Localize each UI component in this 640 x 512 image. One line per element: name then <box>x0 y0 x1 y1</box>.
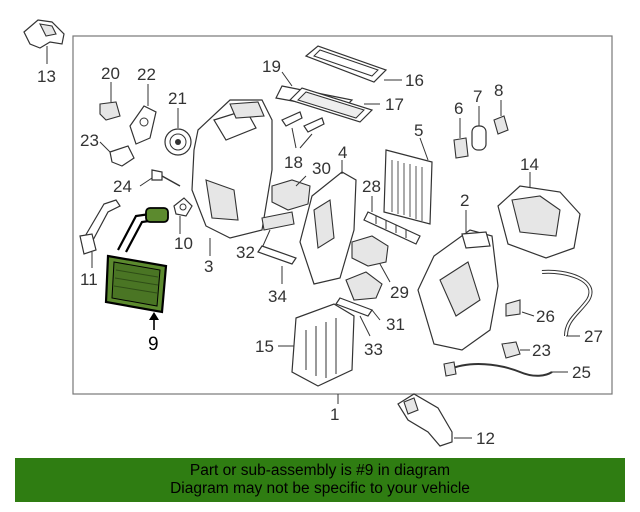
part-6-valve <box>453 118 469 159</box>
callout-34: 34 <box>268 287 287 306</box>
callout-10: 10 <box>174 234 193 253</box>
callout-1: 1 <box>330 405 339 424</box>
callout-7: 7 <box>473 87 482 106</box>
callout-6: 6 <box>454 99 463 118</box>
parts-diagram: 13 20 22 21 23 24 10 <box>23 19 613 448</box>
info-banner: Part or sub-assembly is #9 in diagram Di… <box>15 458 625 502</box>
callout-21: 21 <box>168 89 187 108</box>
part-18-clips <box>281 111 325 149</box>
banner-line-1: Part or sub-assembly is #9 in diagram <box>189 462 451 479</box>
callout-16: 16 <box>405 71 424 90</box>
callout-19: 19 <box>262 57 281 76</box>
callout-33: 33 <box>364 340 383 359</box>
callout-26: 26 <box>536 307 555 326</box>
part-28-grille <box>363 196 421 245</box>
part-17-cabin-filter <box>288 87 380 123</box>
part-22-actuator <box>129 84 157 145</box>
part-10-clip <box>173 197 193 234</box>
part-23-actuator-left <box>99 141 135 167</box>
part-12-duct <box>397 393 472 447</box>
part-13-bracket <box>23 19 65 64</box>
part-31-motor <box>345 271 383 321</box>
callout-32: 32 <box>236 243 255 262</box>
callout-5: 5 <box>414 121 423 140</box>
callout-11: 11 <box>80 270 98 289</box>
part-3-case-left <box>191 99 273 256</box>
part-4-case-center <box>299 160 357 285</box>
callout-15: 15 <box>255 337 274 356</box>
callout-23-right: 23 <box>532 341 551 360</box>
part-8-cap <box>493 100 509 135</box>
callout-22: 22 <box>137 65 156 84</box>
part-27-drain-hose <box>541 269 593 337</box>
callout-30: 30 <box>312 159 331 178</box>
part-34-link <box>257 245 297 284</box>
part-7-seal <box>471 106 487 151</box>
callout-18: 18 <box>284 153 303 172</box>
callout-24: 24 <box>113 177 132 196</box>
callout-23-left: 23 <box>80 131 99 150</box>
part-21-blower-motor <box>164 108 192 156</box>
callout-9: 9 <box>148 334 159 355</box>
part-24-rod <box>139 169 181 187</box>
part-9-heater-core <box>104 207 169 330</box>
part-32-door <box>261 211 295 249</box>
part-16-seal <box>304 45 402 83</box>
part-23-sensor-right <box>501 341 530 359</box>
callout-4: 4 <box>338 143 347 162</box>
callout-14: 14 <box>520 155 539 174</box>
callout-29: 29 <box>390 283 409 302</box>
callout-12: 12 <box>476 429 495 448</box>
callout-13: 13 <box>37 67 56 86</box>
part-15-distribution-duct <box>278 303 355 387</box>
part-11-pipe-bracket <box>79 199 121 268</box>
banner-line-2: Diagram may not be specific to your vehi… <box>170 480 470 497</box>
callout-28: 28 <box>362 177 381 196</box>
callout-20: 20 <box>101 64 120 83</box>
callout-2: 2 <box>460 191 469 210</box>
callout-25: 25 <box>572 363 591 382</box>
part-14-blower-case <box>497 172 581 259</box>
callout-27: 27 <box>584 327 603 346</box>
part-25-wire <box>443 361 568 377</box>
callout-17: 17 <box>385 95 404 114</box>
callout-8: 8 <box>494 81 503 100</box>
part-20-actuator <box>99 82 121 121</box>
part-33-seal <box>335 297 373 337</box>
part-29-actuator <box>351 235 391 283</box>
part-30-actuator <box>271 175 311 211</box>
part-26-clip <box>505 299 535 317</box>
assembly-frame <box>72 35 613 395</box>
callout-31: 31 <box>386 315 405 334</box>
part-5-evaporator <box>383 137 433 225</box>
part-2-case-right <box>417 210 499 351</box>
callout-3: 3 <box>204 257 213 276</box>
